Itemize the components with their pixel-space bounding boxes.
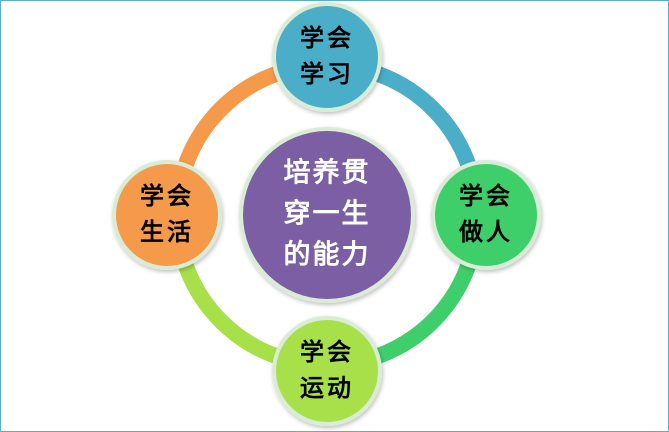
node-bottom-line-1: 学会 (300, 338, 354, 366)
node-left-line-2: 生活 (140, 218, 194, 246)
node-left-circle (116, 164, 218, 266)
node-left-line-1: 学会 (140, 182, 194, 210)
center-node: 培养贯 穿一生 的能力 (239, 127, 415, 303)
node-left: 学会 生活 (112, 160, 222, 270)
center-line-1: 培养贯 (284, 157, 371, 189)
node-right: 学会 做人 (431, 160, 541, 270)
node-top-line-2: 学习 (300, 60, 354, 88)
node-top-circle (276, 6, 378, 108)
center-line-3: 的能力 (284, 239, 371, 271)
node-top: 学会 学习 (272, 2, 382, 112)
center-circle (243, 131, 411, 299)
node-right-line-2: 做人 (458, 218, 513, 246)
node-bottom-circle (276, 320, 378, 422)
node-right-line-1: 学会 (459, 182, 513, 210)
center-line-2: 穿一生 (284, 198, 371, 230)
node-bottom-line-2: 运动 (300, 374, 354, 402)
node-bottom: 学会 运动 (272, 316, 382, 426)
node-top-line-1: 学会 (300, 24, 354, 52)
node-right-circle (435, 164, 537, 266)
